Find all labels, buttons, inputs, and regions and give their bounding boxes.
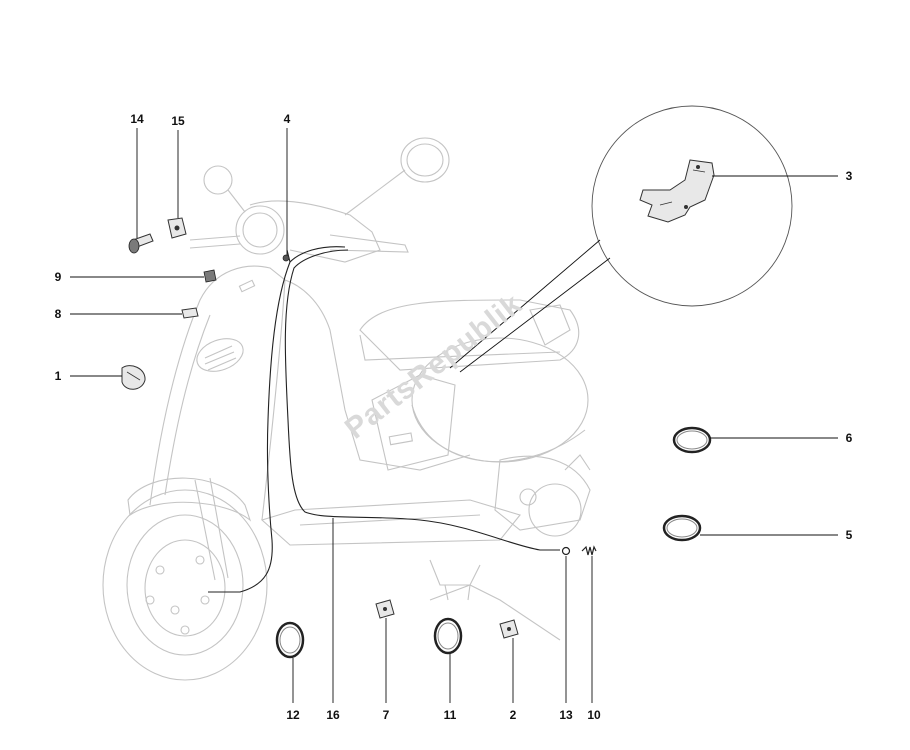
detail-zoom-circle — [449, 105, 793, 373]
callout-9: 9 — [55, 270, 62, 284]
callout-16: 16 — [326, 708, 340, 722]
part-5-band-clamp — [662, 514, 702, 542]
part-8-clip — [181, 307, 199, 319]
part-10-spring — [581, 545, 597, 556]
scooter-outline — [102, 137, 591, 681]
callout-3: 3 — [846, 169, 853, 183]
part-2-clip-nut — [499, 619, 519, 639]
callout-7: 7 — [383, 708, 390, 722]
callout-8: 8 — [55, 307, 62, 321]
part-9-clip — [203, 269, 217, 283]
callout-4: 4 — [284, 112, 291, 126]
callout-11: 11 — [444, 708, 457, 722]
callout-1: 1 — [55, 369, 62, 383]
part-14-screw — [128, 233, 154, 254]
leader-lines — [70, 128, 838, 703]
callout-2: 2 — [510, 708, 517, 722]
callout-12: 12 — [286, 708, 300, 722]
watermark-text: PartsRepublik — [339, 287, 529, 445]
part-11-band-clamp — [433, 617, 463, 655]
callout-6: 6 — [846, 431, 853, 445]
callout-14: 14 — [130, 112, 144, 126]
part-15-clip-nut — [167, 217, 187, 239]
callout-labels: 14 15 4 9 8 1 3 6 5 12 16 7 11 2 13 10 — [55, 112, 853, 722]
part-12-band-clamp — [275, 621, 305, 659]
callout-15: 15 — [171, 114, 185, 128]
callout-13: 13 — [559, 708, 573, 722]
part-6-band-clamp — [672, 426, 712, 454]
part-13-washer — [561, 546, 571, 556]
callout-5: 5 — [846, 528, 853, 542]
part-1-grommet — [121, 365, 146, 390]
part-7-clip-nut — [375, 599, 395, 619]
cable-harness — [208, 246, 560, 593]
callout-10: 10 — [587, 708, 601, 722]
